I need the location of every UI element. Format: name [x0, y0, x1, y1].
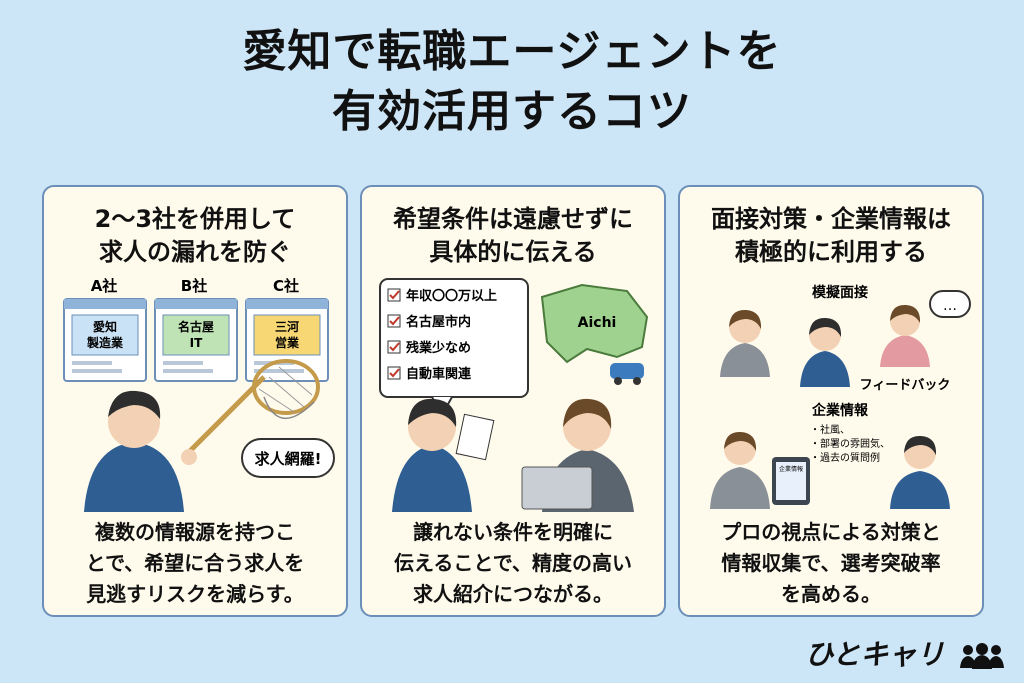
card-heading: 面接対策・企業情報は 積極的に利用する [680, 203, 982, 269]
card-heading-line: 2〜3社を併用して [94, 205, 296, 233]
company-c-tag2: 営業 [275, 335, 300, 350]
checklist-item: 名古屋市内 [406, 314, 471, 330]
feedback-label: フィードバック [860, 378, 951, 393]
company-c-window: C社 三河 営業 [245, 277, 329, 382]
people-icon [960, 643, 1004, 669]
brand-logo: ひとキャリ [805, 633, 1006, 673]
aichi-map: Aichi [540, 283, 649, 385]
company-a-window: A社 愛知 製造業 [63, 277, 147, 382]
company-a-tag2: 製造業 [86, 335, 124, 350]
card-body: 複数の情報源を持つこ とで、希望に合う求人を 見逃すリスクを減らす。 [44, 517, 346, 610]
tablet-label: 企業情報 [779, 465, 803, 473]
agents-net-illustration: A社 愛知 製造業 B社 名古屋 IT C社 三河 営業 [63, 277, 335, 512]
checklist-item: 自動車関連 [406, 366, 472, 382]
card-heading-line: 希望条件は遠慮せずに [393, 205, 633, 233]
card-heading: 希望条件は遠慮せずに 具体的に伝える [362, 203, 664, 269]
company-c-tag1: 三河 [275, 319, 299, 334]
mock-interview-scene: 模擬面接 … フィードバック [720, 284, 971, 393]
mock-label: 模擬面接 [812, 284, 868, 301]
card-body-line: 見逃すリスクを減らす。 [86, 582, 304, 606]
card-body-line: を高める。 [781, 582, 881, 606]
person-with-net [84, 359, 320, 512]
card-heading-line: 積極的に利用する [735, 238, 927, 266]
company-a-tag1: 愛知 [93, 319, 117, 334]
mock-bubble-text: … [943, 298, 957, 314]
info-item: ・部署の雰囲気、 [810, 437, 890, 450]
agent-person [521, 398, 634, 512]
company-info-label: 企業情報 [811, 402, 869, 419]
card-body-line: 情報収集で、選考突破率 [721, 551, 941, 575]
company-b-label: B社 [181, 277, 207, 295]
tip-card-1: 2〜3社を併用して 求人の漏れを防ぐ A社 愛知 製造業 B社 名古屋 IT C… [42, 185, 348, 617]
card-body-line: 譲れない条件を明確に [413, 520, 613, 544]
card-body-line: 伝えることで、精度の高い [394, 551, 632, 575]
card-body: プロの視点による対策と 情報収集で、選考突破率 を高める。 [680, 517, 982, 610]
company-c-label: C社 [273, 277, 299, 295]
company-info-scene: 企業情報 ・社風、 ・部署の雰囲気、 ・過去の質問例 企業情報 [710, 402, 950, 509]
card-body-line: 求人紹介につながる。 [413, 582, 613, 606]
title-line-2: 有効活用するコツ [332, 86, 692, 137]
company-b-window: B社 名古屋 IT [154, 277, 238, 382]
info-item: ・社風、 [810, 423, 850, 436]
logo-text: ひとキャリ [805, 638, 945, 671]
card-body-line: 複数の情報源を持つこ [95, 520, 295, 544]
company-a-label: A社 [91, 277, 118, 295]
tip-card-3: 面接対策・企業情報は 積極的に利用する 模擬面接 … フィードバック 企業情報 … [678, 185, 984, 617]
interview-illustration: 模擬面接 … フィードバック 企業情報 ・社風、 ・部署の雰囲気、 ・過去の質問… [710, 284, 971, 509]
tip-card-2: 希望条件は遠慮せずに 具体的に伝える 年収〇〇万以上 名古屋市内 残業少なめ 自… [360, 185, 666, 617]
net-speech-bubble: 求人網羅! [241, 438, 335, 478]
map-label: Aichi [578, 315, 617, 331]
card-heading: 2〜3社を併用して 求人の漏れを防ぐ [44, 203, 346, 269]
info-item: ・過去の質問例 [810, 451, 880, 464]
card-heading-line: 面接対策・企業情報は [711, 205, 951, 233]
company-b-tag2: IT [190, 336, 203, 350]
company-b-tag1: 名古屋 [178, 319, 214, 334]
checklist-item: 残業少なめ [406, 340, 471, 356]
card-heading-line: 求人の漏れを防ぐ [99, 238, 291, 266]
card-body-line: とで、希望に合う求人を [85, 551, 305, 575]
card-body-line: プロの視点による対策と [721, 520, 941, 544]
conditions-illustration: 年収〇〇万以上 名古屋市内 残業少なめ 自動車関連 Aichi [379, 278, 649, 512]
card-body: 譲れない条件を明確に 伝えることで、精度の高い 求人紹介につながる。 [362, 517, 664, 610]
candidate-person [392, 398, 495, 512]
card-heading-line: 具体的に伝える [429, 238, 597, 266]
page-title: 愛知で転職エージェントを 有効活用するコツ [0, 22, 1024, 142]
checklist-item: 年収〇〇万以上 [406, 288, 497, 304]
title-line-1: 愛知で転職エージェントを [242, 26, 782, 77]
checklist-bubble: 年収〇〇万以上 名古屋市内 残業少なめ 自動車関連 [379, 278, 529, 418]
bubble-text: 求人網羅! [255, 450, 322, 468]
